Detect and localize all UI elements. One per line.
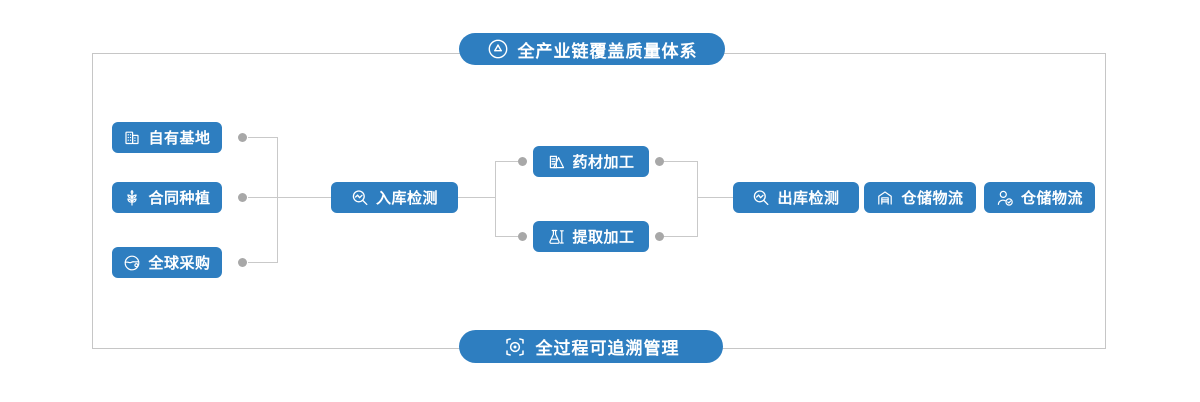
connector-dot xyxy=(238,258,247,267)
inspect-magnifier-icon xyxy=(752,189,770,207)
node-label: 药材加工 xyxy=(572,154,635,171)
connector-line xyxy=(277,137,278,263)
banner-label: 全产业链覆盖质量体系 xyxy=(517,41,698,61)
warehouse-icon xyxy=(876,189,894,207)
connector-line xyxy=(248,137,277,138)
node-herb-processing: 药材加工 xyxy=(533,146,649,177)
connector-line xyxy=(664,161,698,162)
node-global-procurement: 全球采购 xyxy=(112,247,222,278)
plant-icon xyxy=(123,189,141,207)
flask-icon xyxy=(547,228,565,246)
banner-quality-system: 全产业链覆盖质量体系 xyxy=(459,33,725,65)
connector-line xyxy=(458,197,496,198)
node-label: 仓储物流 xyxy=(901,190,964,207)
person-check-icon xyxy=(996,189,1014,207)
banner-label: 全过程可追溯管理 xyxy=(535,339,680,358)
building-icon xyxy=(123,129,141,147)
node-label: 全球采购 xyxy=(148,255,211,272)
connector-dot xyxy=(238,133,247,142)
globe-icon xyxy=(123,254,141,272)
node-outbound-inspection: 出库检测 xyxy=(733,182,859,213)
banner-traceability: 全过程可追溯管理 xyxy=(459,330,723,363)
node-label: 入库检测 xyxy=(375,190,438,207)
connector-line xyxy=(495,161,496,237)
node-label: 仓储物流 xyxy=(1020,190,1083,207)
node-extraction-processing: 提取加工 xyxy=(533,221,649,252)
connector-dot xyxy=(518,157,527,166)
herb-processing-icon xyxy=(547,153,565,171)
node-label: 自有基地 xyxy=(148,130,211,147)
connector-line xyxy=(697,197,733,198)
connector-line xyxy=(495,161,518,162)
connector-line xyxy=(697,161,698,237)
node-inbound-inspection: 入库检测 xyxy=(331,182,458,213)
node-warehouse-logistics: 仓储物流 xyxy=(864,182,976,213)
connector-dot xyxy=(238,193,247,202)
trace-scan-icon xyxy=(503,335,527,359)
node-label: 提取加工 xyxy=(572,229,635,246)
connector-line xyxy=(248,197,331,198)
inspect-magnifier-icon xyxy=(351,189,369,207)
connector-line xyxy=(495,236,518,237)
node-own-base: 自有基地 xyxy=(112,122,222,153)
node-contract-planting: 合同种植 xyxy=(112,182,222,213)
connector-line xyxy=(664,236,698,237)
node-label: 出库检测 xyxy=(777,190,840,207)
connector-dot xyxy=(518,232,527,241)
connector-dot xyxy=(655,157,664,166)
quality-badge-icon xyxy=(487,38,509,60)
connector-line xyxy=(248,262,277,263)
connector-dot xyxy=(655,232,664,241)
node-logistics-personnel: 仓储物流 xyxy=(984,182,1095,213)
node-label: 合同种植 xyxy=(148,190,211,207)
